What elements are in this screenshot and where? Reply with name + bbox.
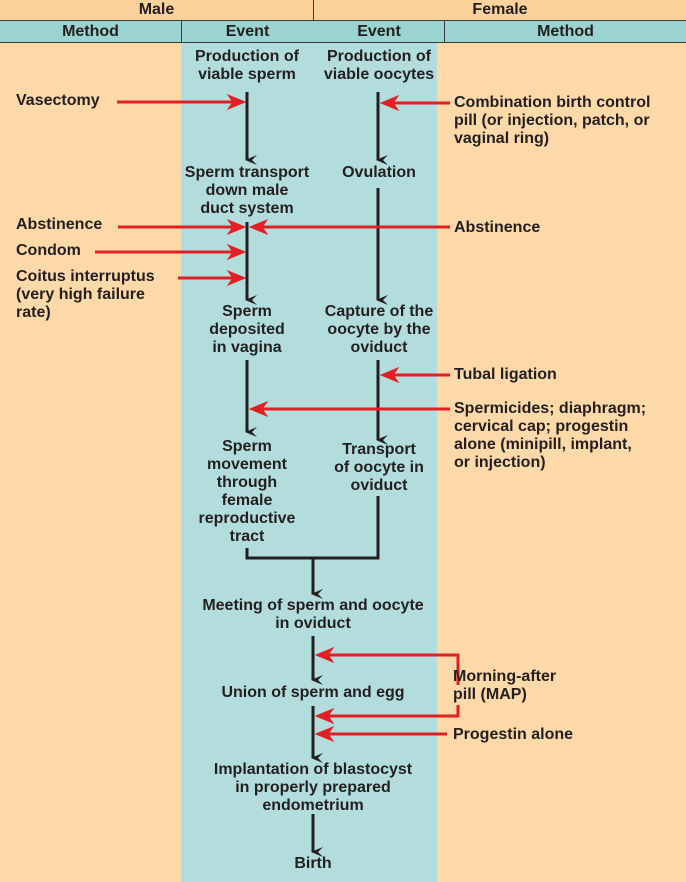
condom-arrow: [95, 243, 247, 261]
female-header: Female: [472, 1, 528, 18]
method-spermicides: Spermicides; diaphragm; cervical cap; pr…: [454, 400, 647, 471]
event-union: Union of sperm and egg: [221, 684, 405, 701]
event-implantation: Implantation of blastocyst in properly p…: [213, 761, 413, 814]
female-event-header: Event: [357, 23, 401, 40]
method-vasectomy: Vasectomy: [16, 92, 100, 109]
event-sperm-movement: Sperm movement through female reproducti…: [198, 438, 296, 545]
map-arrow-1: [314, 646, 460, 685]
female-abstinence-arrow: [248, 218, 450, 236]
event-oocyte-transport: Transport of oocyte in oviduct: [334, 441, 424, 494]
vasectomy-arrow: [117, 93, 247, 111]
combination-arrow: [379, 94, 450, 112]
male-event-header: Event: [225, 23, 270, 40]
method-morning-after-pill: Morning-after pill (MAP): [453, 668, 557, 703]
event-sperm-transport: Sperm transport down male duct system: [184, 164, 310, 217]
male-method-header: Method: [62, 23, 119, 40]
subheader-divider-2: [444, 21, 445, 42]
progestin-arrow: [314, 725, 447, 743]
event-ovulation: Ovulation: [342, 164, 416, 181]
method-female-abstinence: Abstinence: [454, 219, 541, 236]
coitus-arrow: [178, 269, 247, 287]
tubal-arrow: [379, 366, 450, 384]
method-coitus-interruptus: Coitus interruptus (very high failure ra…: [16, 268, 155, 321]
method-male-abstinence: Abstinence: [16, 216, 103, 233]
event-oocyte-production: Production of viable oocytes: [323, 48, 435, 83]
female-method-header: Method: [537, 23, 594, 40]
method-tubal-ligation: Tubal ligation: [454, 366, 557, 383]
event-sperm-production: Production of viable sperm: [195, 48, 299, 83]
event-oocyte-capture: Capture of the oocyte by the oviduct: [324, 303, 434, 356]
event-sperm-deposited: Sperm deposited in vagina: [209, 303, 285, 356]
spermicides-arrow: [248, 400, 450, 418]
event-band: [181, 43, 437, 882]
male-header: Male: [138, 1, 175, 18]
map-arrow-2: [314, 705, 460, 725]
sex-header-row: Male Female: [0, 0, 686, 21]
male-abstinence-arrow: [118, 218, 247, 236]
method-condom: Condom: [16, 242, 81, 259]
subheader-divider-1: [181, 21, 182, 42]
event-birth: Birth: [294, 855, 332, 872]
column-header-row: Method Event Event Method: [0, 21, 686, 43]
method-combination-pill: Combination birth control pill (or injec…: [454, 94, 651, 147]
event-meeting: Meeting of sperm and oocyte in oviduct: [202, 597, 424, 632]
method-progestin-alone: Progestin alone: [453, 726, 574, 743]
